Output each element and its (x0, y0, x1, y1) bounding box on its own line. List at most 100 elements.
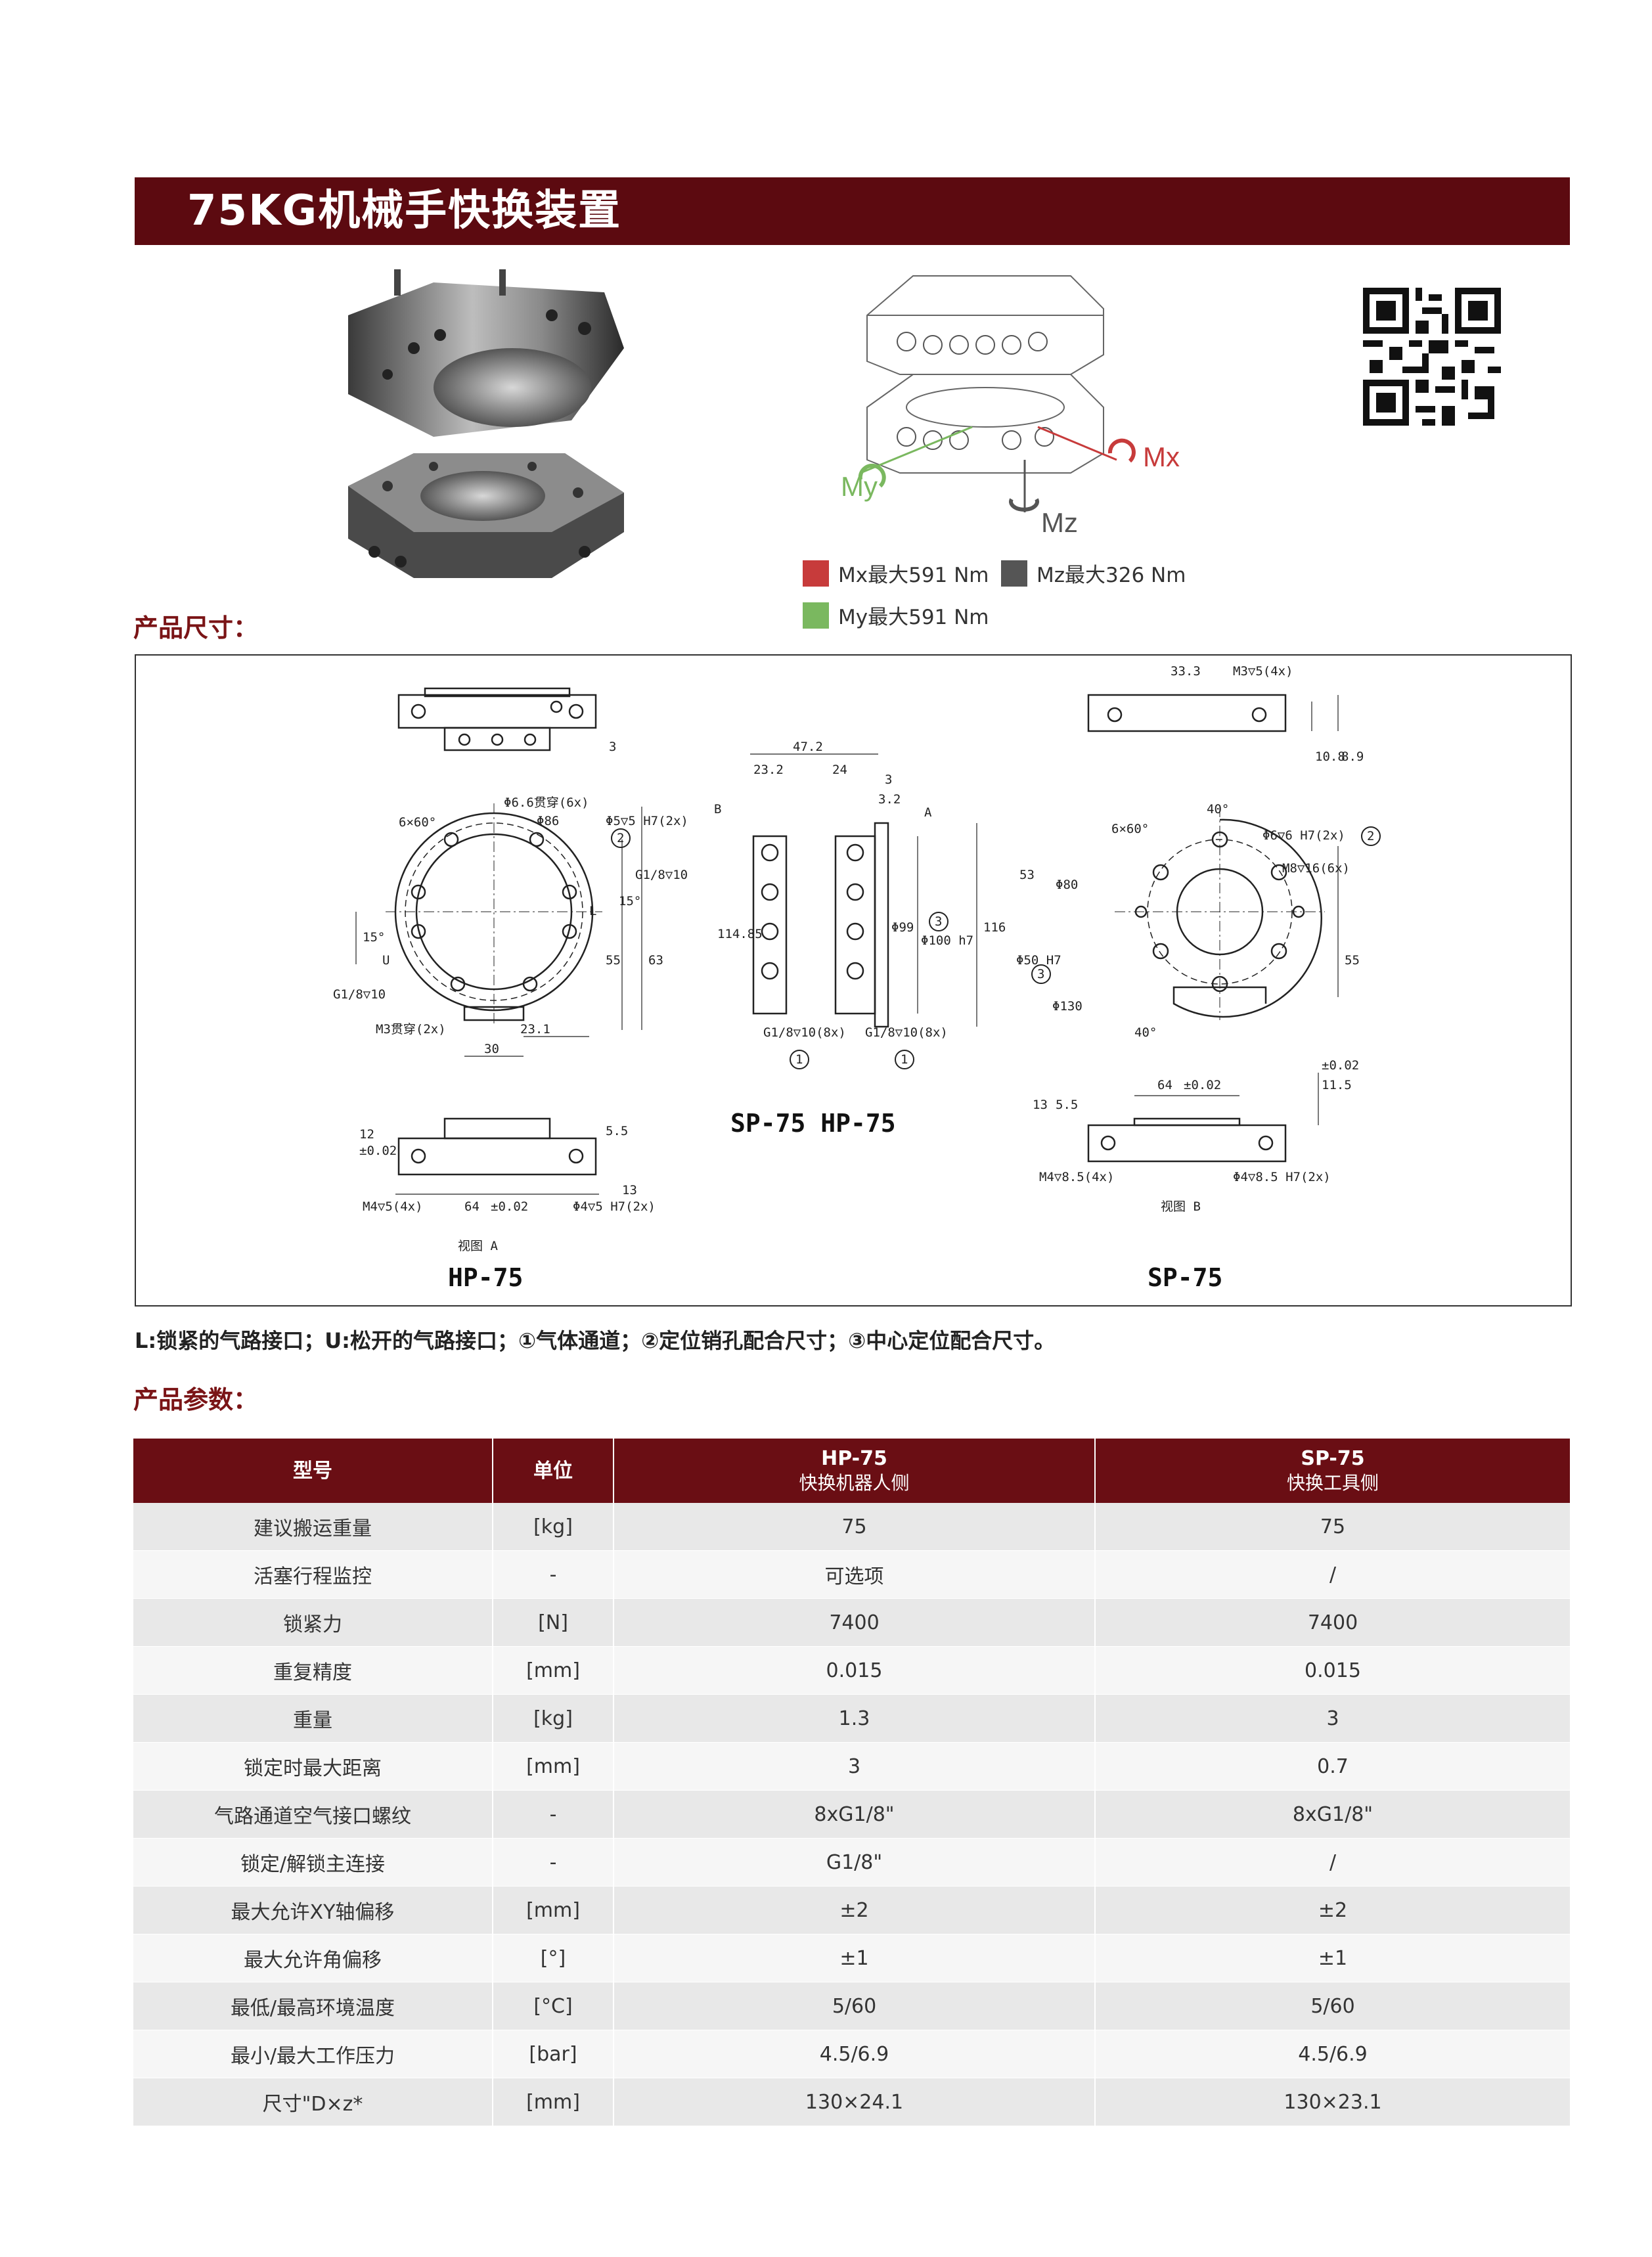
technical-drawing-frame: 6×60° Φ6.6贯穿(6x) Φ86 Φ5▽5 H7(2x) G1/8▽10… (135, 654, 1572, 1307)
dim-d100h7: Φ100 h7 (921, 933, 973, 948)
cell-name: 最大允许角偏移 (133, 1934, 493, 1982)
dim-six60: 6×60° (399, 815, 436, 830)
cell-sp: 130×23.1 (1095, 2078, 1570, 2126)
table-header-row: 型号 单位 HP-75 快换机器人侧 SP-75 快换工具侧 (133, 1439, 1570, 1503)
dim-a: A (924, 805, 932, 820)
cell-unit: [kg] (493, 1694, 614, 1743)
cell-unit: [mm] (493, 1886, 614, 1934)
legend-mx-swatch (803, 560, 829, 587)
cell-hp: 75 (614, 1503, 1096, 1551)
cell-sp: 7400 (1095, 1598, 1570, 1647)
view-a-label: 视图 A (458, 1239, 498, 1253)
callout-2a: 2 (617, 831, 624, 845)
dim-fifteen2: 15° (619, 894, 641, 908)
sp-model-label: SP-75 (1148, 1263, 1222, 1292)
header-sp-title: SP-75 (1301, 1447, 1365, 1471)
dim-d002c: ±0.02 (1184, 1078, 1221, 1092)
dim-g18-10b: G1/8▽10 (333, 987, 386, 1002)
callout-2b: 2 (1367, 829, 1374, 843)
cell-unit: - (493, 1790, 614, 1839)
callout-3b: 3 (1037, 967, 1044, 981)
dim-d55d: 5.5 (1056, 1098, 1078, 1112)
header-sp-subtitle: 快换工具侧 (1286, 1472, 1379, 1494)
cell-unit: [mm] (493, 2078, 614, 2126)
legend-my-swatch (803, 602, 829, 629)
dim-d64: 64 (464, 1199, 480, 1214)
dim-g18-8x-b: G1/8▽10(8x) (865, 1025, 948, 1040)
legend-my-label: My最大591 Nm (838, 606, 989, 629)
cell-unit: [°C] (493, 1982, 614, 2030)
legend-mx: Mx最大591 Nm (803, 558, 989, 588)
header-sp: SP-75 快换工具侧 (1095, 1439, 1570, 1503)
dim-d002d: ±0.02 (1322, 1058, 1359, 1073)
cell-sp: 0.015 (1095, 1646, 1570, 1695)
cell-hp: 3 (614, 1742, 1096, 1791)
dim-d24: 24 (832, 763, 847, 777)
legend-mz-swatch (1001, 560, 1027, 587)
title-bar: 75KG机械手快换装置 (135, 177, 1570, 245)
dim-u: U (382, 953, 390, 968)
dim-d108: 10.8 (1315, 749, 1345, 764)
dim-d333: 33.3 (1171, 664, 1201, 679)
cell-sp: / (1095, 1838, 1570, 1887)
cell-unit: [kg] (493, 1503, 614, 1551)
section-heading-dimensions: 产品尺寸： (133, 614, 259, 642)
dim-m816: M8▽16(6x) (1282, 861, 1350, 876)
cell-unit: [N] (493, 1598, 614, 1647)
cell-sp: 4.5/6.9 (1095, 2030, 1570, 2078)
cell-name: 重复精度 (133, 1646, 493, 1695)
hp-model-label: HP-75 (448, 1263, 523, 1292)
cell-name: 尺寸"D×z* (133, 2078, 493, 2126)
dim-d3: 3 (609, 740, 616, 754)
dim-d002a: ±0.02 (359, 1144, 397, 1158)
technical-drawing: 6×60° Φ6.6贯穿(6x) Φ86 Φ5▽5 H7(2x) G1/8▽10… (333, 664, 1381, 1292)
cell-name: 最小/最大工作压力 (133, 2030, 493, 2078)
cell-sp: 0.7 (1095, 1742, 1570, 1791)
cell-unit: [mm] (493, 1646, 614, 1695)
dim-d232: 23.2 (753, 763, 784, 777)
dim-l: L (589, 904, 596, 918)
legend-mz-label: Mz最大326 Nm (1037, 564, 1186, 587)
cell-name: 气路通道空气接口螺纹 (133, 1790, 493, 1839)
legend-mz: Mz最大326 Nm (1001, 558, 1186, 588)
cell-name: 锁紧力 (133, 1598, 493, 1647)
cell-name: 锁定时最大距离 (133, 1742, 493, 1791)
header-hp: HP-75 快换机器人侧 (614, 1439, 1096, 1503)
cell-name: 锁定/解锁主连接 (133, 1838, 493, 1887)
dim-d485h7: Φ4▽8.5 H7(2x) (1233, 1170, 1331, 1184)
cell-hp: 5/60 (614, 1982, 1096, 2030)
qr-code (1363, 288, 1501, 426)
table-row: 活塞行程监控-可选项/ (133, 1550, 1570, 1599)
cell-unit: [°] (493, 1934, 614, 1982)
table-row: 最大允许角偏移[°]±1±1 (133, 1934, 1570, 1982)
legend-note: L:锁紧的气路接口；U:松开的气路接口；①气体通道；②定位销孔配合尺寸；③中心定… (135, 1328, 1056, 1353)
table-row: 最大允许XY轴偏移[mm]±2±2 (133, 1886, 1570, 1934)
cell-hp: G1/8" (614, 1838, 1096, 1887)
header-hp-title: HP-75 (821, 1447, 887, 1471)
dim-d115: 11.5 (1322, 1078, 1352, 1092)
dim-d53: 53 (1019, 868, 1035, 882)
dim-g18-10: G1/8▽10 (635, 868, 688, 882)
callout-3a: 3 (935, 914, 942, 929)
cell-unit: [bar] (493, 2030, 614, 2078)
dim-m3: M3贯穿(2x) (376, 1022, 446, 1037)
dim-d64b: 64 (1157, 1078, 1172, 1092)
cell-hp: 1.3 (614, 1694, 1096, 1743)
dim-d11485: 114.85 (717, 927, 763, 941)
cell-sp: 75 (1095, 1503, 1570, 1551)
dim-d66h7: Φ6▽6 H7(2x) (1262, 828, 1345, 843)
cell-hp: 可选项 (614, 1550, 1096, 1599)
cell-hp: 0.015 (614, 1646, 1096, 1695)
cell-sp: / (1095, 1550, 1570, 1599)
mz-axis-label: Mz (1041, 507, 1078, 538)
dim-fifteen: 15° (363, 930, 385, 945)
dim-forty2: 40° (1134, 1025, 1157, 1040)
cell-hp: 4.5/6.9 (614, 2030, 1096, 2078)
dim-d66: Φ6.6贯穿(6x) (504, 795, 589, 810)
cell-hp: 130×24.1 (614, 2078, 1096, 2126)
my-axis-label: My (841, 471, 878, 502)
dim-d55: 55 (606, 953, 621, 968)
section-heading-parameters: 产品参数： (133, 1385, 259, 1414)
